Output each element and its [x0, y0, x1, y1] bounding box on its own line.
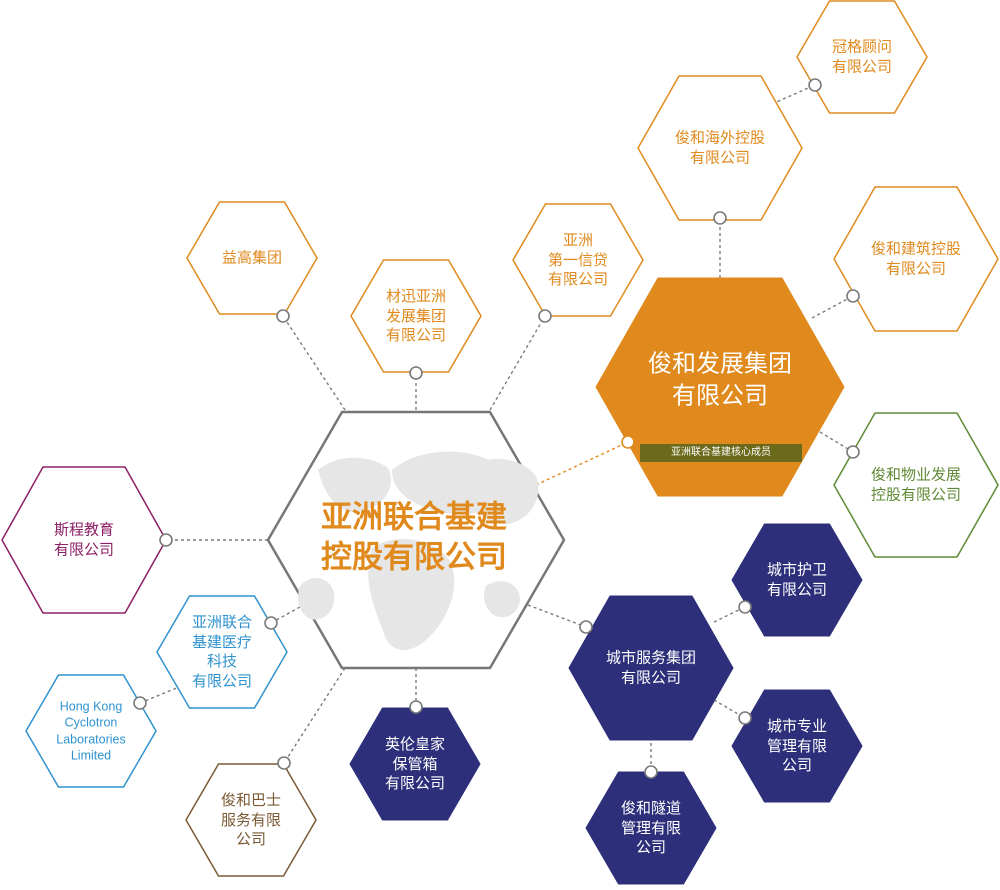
connector-node: [277, 756, 291, 770]
company-guange: 冠格顾问 有限公司: [831, 37, 893, 76]
world-map-icon: [298, 451, 539, 651]
company-vault: 英伦皇家 保管箱 有限公司: [384, 734, 446, 792]
company-yigao: 益高集团: [221, 248, 283, 267]
connector-node: [738, 711, 752, 725]
connector-node: [409, 700, 423, 714]
core-group-hexagon: [595, 277, 845, 497]
connector-line: [811, 295, 854, 319]
connector-node: [644, 765, 658, 779]
hexagon-tunnel: [585, 771, 717, 885]
hexagon-vault: [349, 707, 481, 821]
company-city-services: 城市服务集团 有限公司: [605, 648, 697, 687]
company-overseas: 俊和海外控股 有限公司: [674, 128, 766, 167]
company-bus: 俊和巴士 服务有限 公司: [220, 790, 282, 848]
connector-node: [159, 533, 173, 547]
hexagon-construction: [833, 186, 999, 332]
core-group-label: 俊和发展集团 有限公司: [648, 349, 792, 410]
continent-shape: [318, 457, 391, 513]
company-construction: 俊和建筑控股 有限公司: [870, 239, 962, 278]
connector-line: [489, 315, 546, 411]
connector-line: [283, 667, 346, 764]
hexagon-city-services: [568, 595, 734, 741]
company-property: 俊和物业发展 控股有限公司: [870, 465, 962, 504]
connector-node: [713, 211, 727, 225]
center-company-label: 亚洲联合基建 控股有限公司: [321, 499, 507, 575]
company-city-management: 城市专业 管理有限 公司: [766, 716, 828, 774]
connector-node: [579, 620, 593, 634]
connector-line: [771, 84, 816, 105]
connector-line: [535, 441, 629, 486]
connector-node: [538, 309, 552, 323]
company-city-guard: 城市护卫 有限公司: [766, 560, 828, 599]
company-medical: 亚洲联合 基建医疗 科技 有限公司: [191, 613, 253, 690]
hexagon-medical: [156, 595, 288, 709]
continent-shape: [468, 458, 539, 525]
connector-node: [133, 696, 147, 710]
company-caixun: 材迅亚洲 发展集团 有限公司: [385, 286, 447, 344]
hexagon-bus: [185, 763, 317, 877]
continent-shape: [298, 578, 335, 620]
hexagon-guange: [796, 0, 928, 114]
company-siheng-edu: 斯程教育 有限公司: [53, 520, 115, 559]
hexagon-property: [833, 412, 999, 558]
connector-line: [527, 604, 587, 628]
hexagon-city-guard: [731, 523, 863, 637]
company-cyclotron: Hong Kong Cyclotron Laboratories Limited: [56, 699, 126, 763]
hexagon-yigao: [186, 201, 318, 315]
hexagon-overseas: [637, 75, 803, 221]
core-member-badge: 亚洲联合基建核心成员: [640, 444, 802, 462]
hexagon-cyclotron: [25, 674, 157, 788]
connector-line: [282, 315, 346, 411]
connector-node: [808, 78, 822, 92]
connector-node: [738, 600, 752, 614]
hexagon-caixun: [350, 259, 482, 373]
connector-node: [409, 366, 423, 380]
hexagon-city-management: [731, 689, 863, 803]
company-tunnel: 俊和隧道 管理有限 公司: [620, 798, 682, 856]
continent-shape: [484, 581, 520, 618]
connector-node: [846, 445, 860, 459]
continent-shape: [368, 538, 455, 651]
connector-node: [846, 289, 860, 303]
company-asia-first-credit: 亚洲 第一信贷 有限公司: [547, 230, 609, 288]
connector-node: [276, 309, 290, 323]
connector-node: [621, 435, 635, 449]
connector-node: [264, 616, 278, 630]
